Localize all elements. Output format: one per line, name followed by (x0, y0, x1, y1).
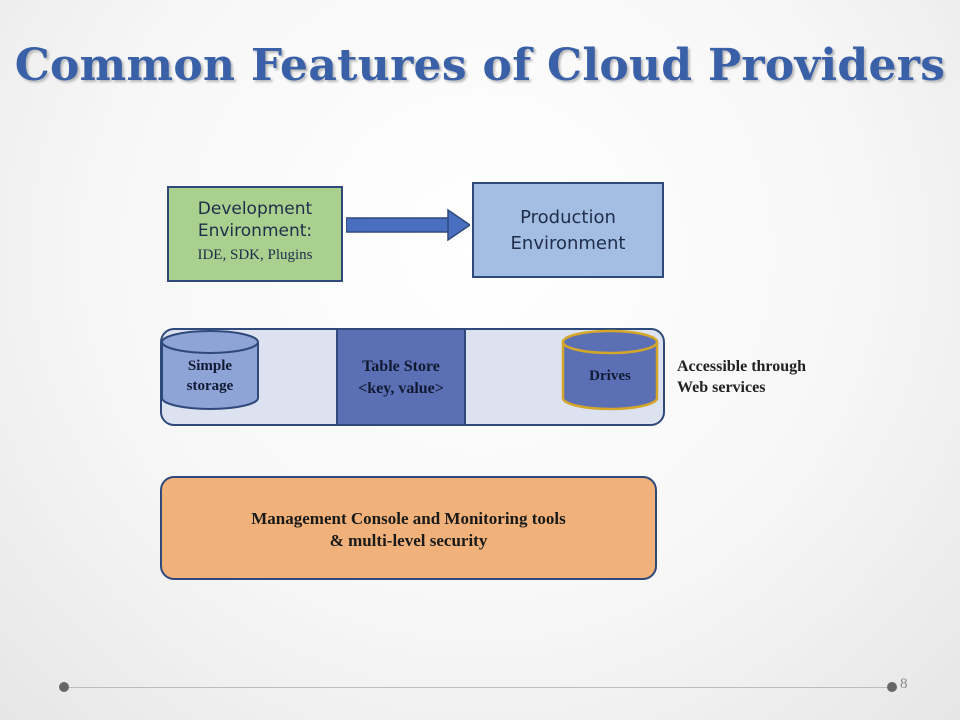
management-label-line1: Management Console and Monitoring tools (251, 509, 566, 528)
drives-cylinder-icon (561, 329, 659, 411)
development-label-line1: Development (197, 199, 313, 219)
footer-left-dot-icon (59, 682, 69, 692)
production-label-line2: Environment (510, 233, 626, 254)
management-label-line2: & multi-level security (329, 531, 488, 550)
table-store-box: Table Store <key, value> (336, 328, 466, 426)
production-label-line1: Production (520, 207, 616, 228)
deploy-arrow-icon (346, 208, 470, 242)
production-environment-box: Production Environment (472, 182, 664, 278)
footer-divider (64, 687, 892, 688)
simple-storage-label: Simple storage (160, 356, 260, 396)
footer-right-dot-icon (887, 682, 897, 692)
page-number: 8 (900, 676, 908, 692)
table-store-label: Table Store (362, 358, 440, 375)
slide-title: Common Features of Cloud Providers (14, 40, 946, 91)
simple-storage-label-line1: Simple (187, 358, 233, 374)
table-store-key-value-label: <key, value> (358, 380, 444, 397)
web-services-note-line1: Accessible through (677, 358, 807, 375)
web-services-note-line2: Web services (677, 379, 766, 396)
development-environment-box: Development Environment: IDE, SDK, Plugi… (167, 186, 343, 282)
development-label-line2: Environment: (197, 221, 313, 241)
web-services-note: Accessible through Web services (677, 356, 806, 398)
development-tools-label: IDE, SDK, Plugins (197, 247, 313, 263)
management-console-box: Management Console and Monitoring tools … (160, 476, 657, 580)
drives-label: Drives (589, 368, 631, 384)
simple-storage-label-line2: storage (186, 378, 234, 394)
simple-storage-cylinder-icon (161, 330, 259, 410)
